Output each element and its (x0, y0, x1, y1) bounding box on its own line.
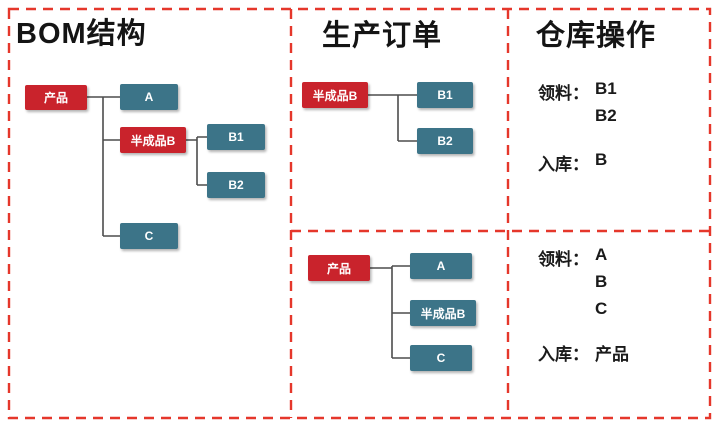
warehouse2-pick-label: 领料： (538, 250, 589, 269)
warehouse1-pick-item: B1 (595, 79, 617, 98)
warehouse2-receive-row: 入库： 产品 (538, 340, 629, 365)
warehouse2-receive-item: 产品 (595, 345, 629, 364)
warehouse2-pick-item: A (595, 245, 608, 264)
bom-node-a: A (120, 84, 178, 110)
order1-connector (368, 94, 417, 142)
order1-node-b1: B1 (417, 82, 473, 108)
warehouse1-pick-row: 领料： B1 B2 (538, 79, 617, 126)
order2-node-c: C (410, 345, 472, 371)
warehouse1-receive-row: 入库： B (538, 150, 607, 175)
warehouse2-receive-label: 入库： (538, 345, 589, 364)
bom-column-title: BOM结构 (16, 18, 147, 50)
order2-node-a: A (410, 253, 472, 279)
bom-node-semi-b: 半成品B (120, 127, 186, 153)
order1-node-semi-b: 半成品B (302, 82, 368, 108)
bom-node-product: 产品 (25, 85, 87, 110)
order2-node-semi-b: 半成品B (410, 300, 476, 326)
bom-node-b1: B1 (207, 124, 265, 150)
bom-subtree-connector (186, 136, 207, 186)
warehouse1-receive-label: 入库： (538, 155, 589, 174)
orders-column-title: 生产订单 (322, 20, 443, 52)
warehouse2-pick-row: 领料： A B C (538, 245, 607, 319)
warehouse1-receive-item: B (595, 150, 608, 169)
order1-node-b2: B2 (417, 128, 473, 154)
order2-connector (370, 265, 410, 359)
warehouse1-pick-label: 领料： (538, 84, 589, 103)
warehouse1-pick-item: B2 (595, 106, 617, 125)
bom-node-b2: B2 (207, 172, 265, 198)
warehouse2-pick-item: B (595, 272, 608, 291)
order2-node-product: 产品 (308, 255, 370, 281)
bom-tree-connector (87, 96, 120, 237)
warehouse2-pick-item: C (595, 299, 608, 318)
bom-node-c: C (120, 223, 178, 249)
warehouse-column-title: 仓库操作 (536, 20, 657, 52)
